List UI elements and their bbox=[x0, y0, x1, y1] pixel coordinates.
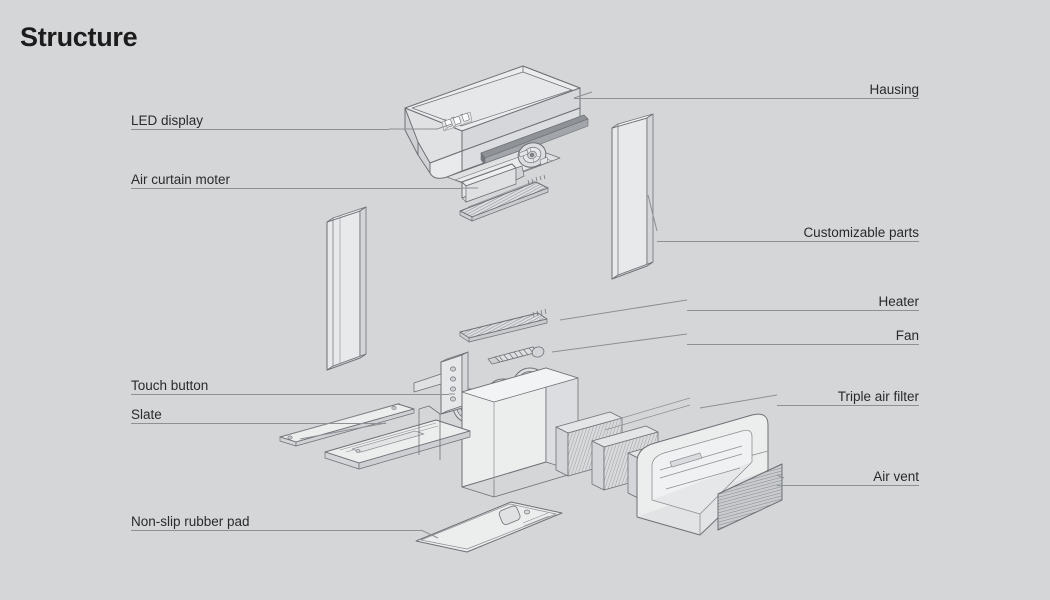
callout-air-curtain-moter[interactable]: Air curtain moter bbox=[131, 169, 461, 189]
callout-led-display[interactable]: LED display bbox=[131, 110, 389, 130]
callout-label: Non-slip rubber pad bbox=[131, 514, 250, 529]
callout-rule bbox=[131, 188, 461, 189]
callout-label: Air curtain moter bbox=[131, 172, 231, 187]
callout-fan[interactable]: Fan bbox=[687, 325, 919, 345]
part-led-display bbox=[441, 111, 473, 132]
callout-label: Triple air filter bbox=[837, 389, 919, 404]
callout-hausing[interactable]: Hausing bbox=[574, 79, 919, 99]
callout-triple-air-filter[interactable]: Triple air filter bbox=[777, 386, 919, 406]
part-non-slip-rubber-pad bbox=[415, 501, 563, 553]
callout-label: Fan bbox=[895, 328, 919, 343]
callout-rule bbox=[131, 423, 386, 424]
callout-label: Touch button bbox=[131, 378, 209, 393]
callout-rule bbox=[131, 129, 389, 130]
callout-label: Heater bbox=[878, 294, 919, 309]
callout-slate[interactable]: Slate bbox=[131, 404, 386, 424]
part-air-curtain-motor bbox=[461, 142, 549, 203]
callout-rule bbox=[777, 485, 919, 486]
callout-touch-button[interactable]: Touch button bbox=[131, 375, 449, 395]
part-customizable-panel-right bbox=[611, 113, 654, 280]
callout-label: Hausing bbox=[869, 82, 919, 97]
callout-rule bbox=[687, 344, 919, 345]
part-air-curtain-grille bbox=[459, 174, 549, 222]
callout-rule bbox=[687, 310, 919, 311]
callout-rule bbox=[777, 405, 919, 406]
part-base-tray bbox=[324, 405, 471, 470]
callout-rule bbox=[131, 530, 421, 531]
callout-label: LED display bbox=[131, 113, 204, 128]
part-customizable-panel-left bbox=[326, 206, 367, 371]
part-touch-button bbox=[413, 351, 469, 415]
callout-label: Air vent bbox=[873, 469, 919, 484]
part-air-vent bbox=[636, 413, 783, 536]
touch-key bbox=[450, 366, 456, 402]
callout-rule bbox=[131, 394, 449, 395]
part-heater bbox=[459, 308, 548, 343]
callout-label: Slate bbox=[131, 407, 162, 422]
callout-label: Customizable parts bbox=[803, 225, 919, 240]
leader-lines bbox=[299, 91, 785, 539]
callout-air-vent[interactable]: Air vent bbox=[777, 466, 919, 486]
callout-customizable-parts[interactable]: Customizable parts bbox=[657, 222, 919, 242]
callout-rule bbox=[657, 241, 919, 242]
callout-non-slip-rubber-pad[interactable]: Non-slip rubber pad bbox=[131, 511, 421, 531]
page-title: Structure bbox=[20, 22, 138, 52]
part-fan bbox=[452, 346, 548, 424]
callout-rule bbox=[574, 98, 919, 99]
callout-heater[interactable]: Heater bbox=[687, 291, 919, 311]
